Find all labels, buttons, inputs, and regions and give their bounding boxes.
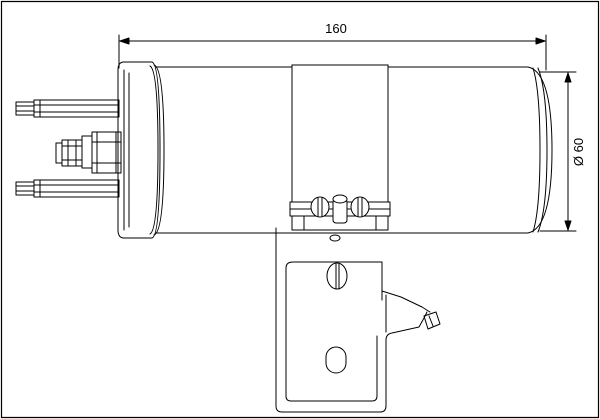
pressure-fitting (55, 131, 122, 174)
dryer-body (149, 64, 553, 236)
clamp-bolt-icon (329, 194, 348, 242)
dryer-head (117, 61, 161, 239)
diameter-dimension (539, 71, 577, 232)
upper-terminal (15, 99, 120, 118)
bracket-slot (325, 346, 347, 374)
mounting-bracket (275, 227, 441, 413)
length-label: 160 (325, 21, 347, 36)
clamp-screw-left-icon (310, 196, 330, 218)
lower-terminal (15, 179, 120, 198)
length-dimension (118, 34, 547, 71)
clamp-band (289, 64, 391, 231)
diameter-label: Ø 60 (571, 138, 586, 166)
clamp-screw-right-icon (350, 196, 370, 218)
bracket-screw-icon (326, 262, 348, 290)
